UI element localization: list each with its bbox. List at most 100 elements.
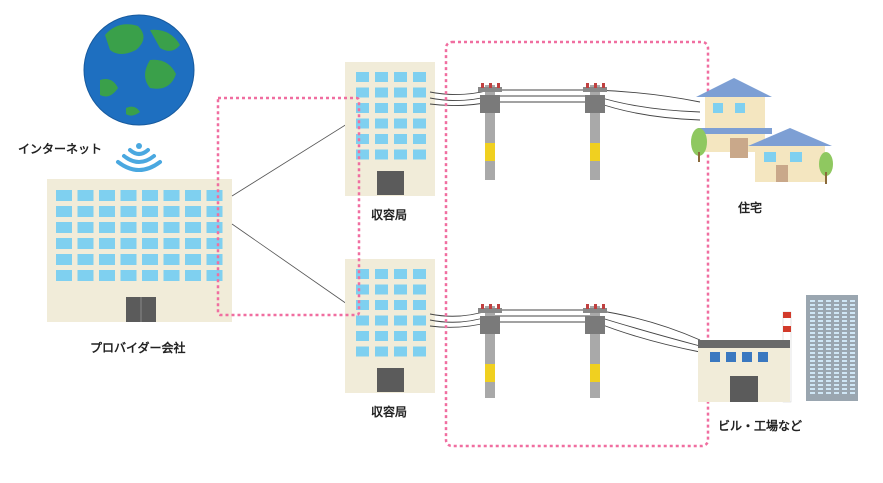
window [834,312,839,314]
window [77,190,94,201]
window [163,238,180,249]
window [206,254,223,265]
window [394,87,407,98]
window [375,87,388,98]
window [826,352,831,354]
window [842,340,847,342]
window [826,304,831,306]
window [826,376,831,378]
window [77,238,94,249]
window [56,254,72,265]
window [850,388,855,390]
window [834,368,839,370]
window [413,269,426,279]
window [826,336,831,338]
window [834,332,839,334]
window [850,344,855,346]
window [834,320,839,322]
window [826,380,831,382]
window [842,304,847,306]
utility-pole-icon [478,304,502,398]
window [120,238,137,249]
window [142,238,158,249]
window [142,206,158,217]
window [394,103,407,113]
window [77,206,94,217]
window [810,388,815,390]
window [818,384,823,386]
window [413,103,426,113]
window [834,348,839,350]
window [842,328,847,330]
window [842,392,847,394]
window [850,384,855,386]
window [99,270,115,281]
window [413,134,426,144]
window [163,190,180,201]
window [99,254,115,265]
window [818,376,823,378]
window [818,300,823,302]
window [818,372,823,374]
window [810,380,815,382]
window [810,392,815,394]
window [810,348,815,350]
window [834,336,839,338]
window [842,300,847,302]
provider-links [231,123,348,305]
window [826,364,831,366]
window [810,304,815,306]
window [826,372,831,374]
central-office-label-2: 収容局 [371,405,408,419]
window [356,72,369,82]
window [818,304,823,306]
window [142,190,158,201]
window [413,300,426,310]
window [810,364,815,366]
window [826,312,831,314]
window [850,300,855,302]
window [356,269,369,279]
window [842,384,847,386]
window [826,300,831,302]
window [850,340,855,342]
window [818,348,823,350]
window [810,308,815,310]
window [834,316,839,318]
window [413,331,426,341]
window [818,380,823,382]
window [77,254,94,265]
internet-label: インターネット [18,142,103,156]
window [834,380,839,382]
window [850,312,855,314]
window [810,312,815,314]
window [842,320,847,322]
window [99,238,115,249]
window [375,134,388,144]
window [120,190,137,201]
window [56,238,72,249]
window [356,346,369,357]
utility-pole-icon [583,83,607,180]
co2-windows [356,269,426,357]
window [413,346,426,357]
window [850,356,855,358]
window [826,328,831,330]
window [375,103,388,113]
window [413,149,426,160]
utility-pole-icon [478,83,502,180]
window [818,328,823,330]
window [394,331,407,341]
window [810,300,815,302]
window [810,328,815,330]
window [77,270,94,281]
window [356,331,369,341]
window [818,316,823,318]
window [826,320,831,322]
provider-label: プロバイダー会社 [90,341,186,355]
window [842,356,847,358]
window [185,238,201,249]
window [818,320,823,322]
window [850,304,855,306]
window [818,312,823,314]
